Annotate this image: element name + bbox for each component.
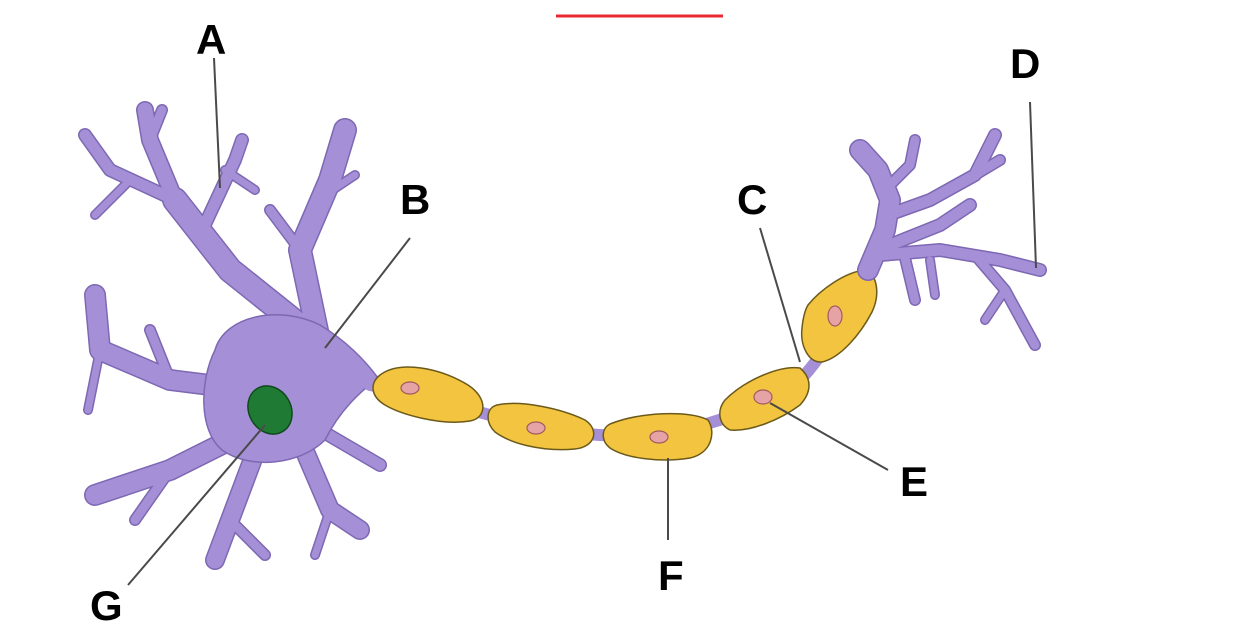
leader-line-g (127, 424, 266, 586)
label-b: B (400, 176, 430, 223)
schwann-nucleus (753, 389, 773, 405)
schwann-nucleus (526, 421, 546, 435)
label-g: G (90, 582, 123, 629)
label-c: C (737, 176, 767, 223)
leader-line-b (324, 237, 411, 349)
leader-lines (127, 57, 1037, 586)
leader-line-e (769, 402, 889, 471)
cell-nucleus (247, 385, 293, 435)
schwann-nucleus (827, 305, 843, 327)
label-a: A (196, 16, 226, 63)
neuron-cell (78, 101, 387, 570)
myelin-sheath (372, 269, 878, 461)
myelin-segment (372, 366, 484, 423)
labels: A B C D E F G (90, 16, 1040, 629)
axon-terminals (849, 128, 1047, 351)
label-d: D (1010, 40, 1040, 87)
label-f: F (658, 552, 684, 599)
leader-line-c (759, 227, 801, 363)
cell-body (203, 314, 380, 463)
schwann-nucleus (649, 430, 669, 444)
leader-line-d (1029, 101, 1037, 269)
leader-line-a (213, 57, 221, 189)
schwann-nucleus (400, 381, 420, 395)
label-e: E (900, 458, 928, 505)
